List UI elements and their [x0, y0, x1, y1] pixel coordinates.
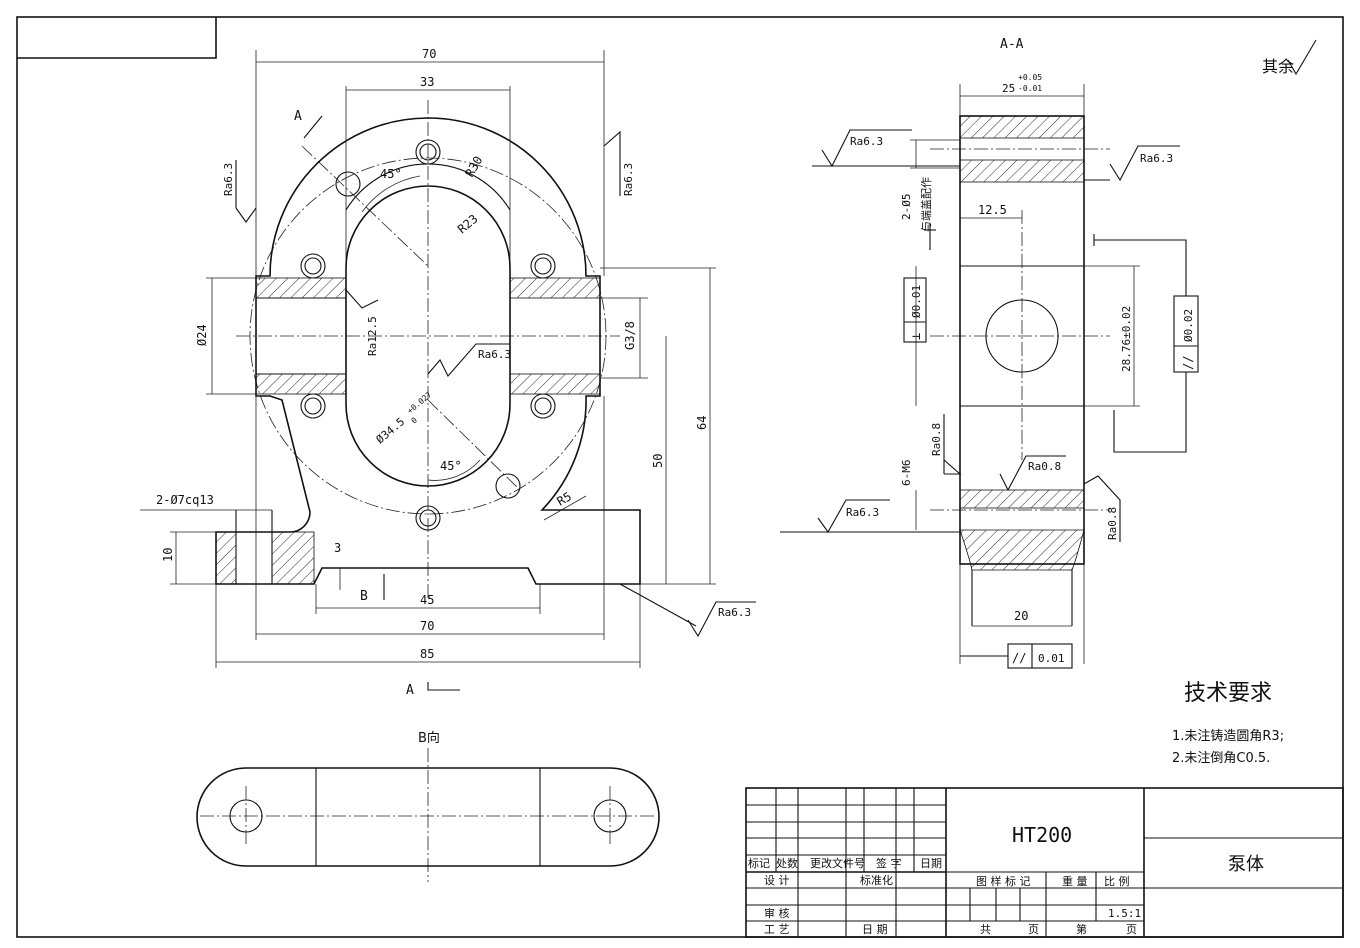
svg-text:Ra0.8: Ra0.8: [930, 423, 943, 456]
svg-text:设 计: 设 计: [764, 874, 790, 887]
dim-bore: Ø34.5: [374, 415, 408, 446]
svg-text:0.01: 0.01: [1038, 652, 1065, 665]
svg-text:日期: 日期: [920, 857, 942, 870]
svg-text:比 例: 比 例: [1104, 874, 1130, 888]
svg-text:Ra0.8: Ra0.8: [1028, 460, 1061, 473]
perpendicularity-frame: [903, 277, 927, 343]
roughness-bottom-left: Ra6.3: [780, 499, 960, 534]
svg-text:审 核: 审 核: [764, 906, 790, 920]
reverse-title-box: [17, 17, 217, 59]
svg-text:-0.01: -0.01: [1018, 84, 1042, 93]
section-mark-top: A: [294, 109, 302, 124]
view-b-mark: B: [360, 589, 368, 604]
dim-angle-bottom: 45°: [440, 459, 462, 473]
section-mark-bottom: A: [406, 683, 414, 698]
roughness-inner: Ra12.5: [345, 289, 379, 356]
svg-text:Ra6.3: Ra6.3: [846, 506, 879, 519]
roughness-left: Ra6.3: [222, 160, 257, 223]
roughness-top-right: Ra6.3: [1084, 145, 1180, 182]
dim-25: 25: [1002, 82, 1015, 95]
svg-text:页: 页: [1126, 923, 1137, 936]
dim-thread: G3/8: [623, 321, 637, 350]
dim-20: 20: [1014, 609, 1028, 623]
svg-text:Ra6.3: Ra6.3: [478, 348, 511, 361]
roughness-right: Ra6.3: [603, 130, 635, 196]
requirement-1: 1.未注铸造圆角R3;: [1172, 728, 1284, 744]
requirements-title: 技术要求: [1184, 681, 1272, 706]
svg-text://: //: [1012, 651, 1026, 665]
svg-text:Ra6.3: Ra6.3: [850, 135, 883, 148]
dim-h10: 10: [161, 548, 175, 562]
svg-text:Ra6.3: Ra6.3: [222, 163, 235, 196]
svg-text:工 艺: 工 艺: [764, 923, 790, 936]
section-view: A-A 25 +0.05 -0.01 2-Ø5 与端盖配作 12.5: [780, 37, 1199, 669]
general-roughness-note: 其余: [1262, 39, 1317, 76]
svg-text:Ra12.5: Ra12.5: [366, 316, 379, 356]
dim-45: 45: [420, 593, 434, 607]
svg-text:其余: 其余: [1262, 57, 1294, 76]
dim-50: 50: [651, 454, 665, 468]
svg-text:+0.027: +0.027: [406, 390, 434, 416]
svg-text:0: 0: [410, 415, 420, 425]
svg-text:页: 页: [1028, 923, 1039, 936]
dim-r23: R23: [455, 212, 481, 237]
roughness-top-left: Ra6.3: [812, 129, 960, 168]
svg-text:Ra6.3: Ra6.3: [718, 606, 751, 619]
dim-70-bottom: 70: [420, 619, 434, 633]
svg-text:标准化: 标准化: [860, 873, 893, 887]
dim-28-76: 28.76±0.02: [1120, 306, 1133, 372]
svg-text:⊥: ⊥: [909, 333, 923, 340]
svg-text:Ra6.3: Ra6.3: [1140, 152, 1173, 165]
svg-text:Ra6.3: Ra6.3: [622, 163, 635, 196]
pins-note: 与端盖配作: [919, 177, 933, 232]
dim-64: 64: [695, 416, 709, 430]
title-block: 标记 处数 更改文件号 签 字 日期 设 计 标准化 审 核 工 艺 日 期 H…: [745, 787, 1344, 938]
svg-text:图 样 标 记: 图 样 标 记: [976, 874, 1031, 888]
svg-text:第: 第: [1076, 922, 1087, 936]
dim-12-5: 12.5: [978, 203, 1007, 217]
svg-text:Ø0.02: Ø0.02: [1182, 309, 1195, 342]
roughness-mid-left: Ra0.8: [930, 414, 962, 475]
section-title: A-A: [1000, 37, 1024, 52]
roughness-mid-center: Ra0.8: [999, 455, 1066, 492]
material: HT200: [1012, 823, 1072, 847]
svg-text:共: 共: [980, 923, 991, 936]
dim-pins: 2-Ø5: [900, 194, 913, 221]
front-view: 70 33 R30 R23 45° Ø24 G3/8 64 50 Ø34.5 +…: [140, 47, 756, 698]
svg-text:日 期: 日 期: [862, 923, 888, 936]
scale: 1.5:1: [1108, 907, 1141, 920]
dim-dia-24: Ø24: [195, 324, 209, 346]
dim-85: 85: [420, 647, 434, 661]
technical-requirements: 技术要求 1.未注铸造圆角R3; 2.未注倒角C0.5.: [1172, 681, 1284, 766]
parallel-frame-bottom: [1007, 643, 1073, 669]
svg-text:重 量: 重 量: [1062, 874, 1088, 888]
roughness-right: Ra0.8: [1083, 475, 1121, 542]
svg-text:签 字: 签 字: [876, 856, 902, 870]
dim-angle-top: 45°: [380, 167, 402, 181]
svg-text:更改文件号: 更改文件号: [810, 856, 865, 870]
svg-text:Ra0.8: Ra0.8: [1106, 507, 1119, 540]
b-view-title: B向: [418, 730, 440, 746]
svg-text:Ø0.01: Ø0.01: [910, 285, 923, 318]
svg-text:+0.05: +0.05: [1018, 73, 1042, 82]
drawing-border: [16, 16, 1344, 938]
dim-h3: 3: [334, 541, 341, 555]
dim-r5: R5: [555, 489, 575, 508]
part-name: 泵体: [1228, 854, 1264, 875]
requirement-2: 2.未注倒角C0.5.: [1172, 751, 1270, 766]
dim-holes: 2-Ø7cq13: [156, 493, 214, 507]
svg-text:处数: 处数: [776, 857, 798, 870]
roughness-bore-face: Ra6.3: [427, 343, 511, 377]
dim-70-top: 70: [422, 47, 436, 61]
dim-threads: 6-M6: [900, 460, 913, 487]
dim-33: 33: [420, 75, 434, 89]
roughness-bottom: Ra6.3: [619, 583, 756, 638]
b-view: B向: [196, 730, 660, 882]
svg-text://: //: [1181, 356, 1195, 370]
dim-r30: R30: [462, 154, 485, 180]
svg-text:标记: 标记: [748, 856, 770, 870]
